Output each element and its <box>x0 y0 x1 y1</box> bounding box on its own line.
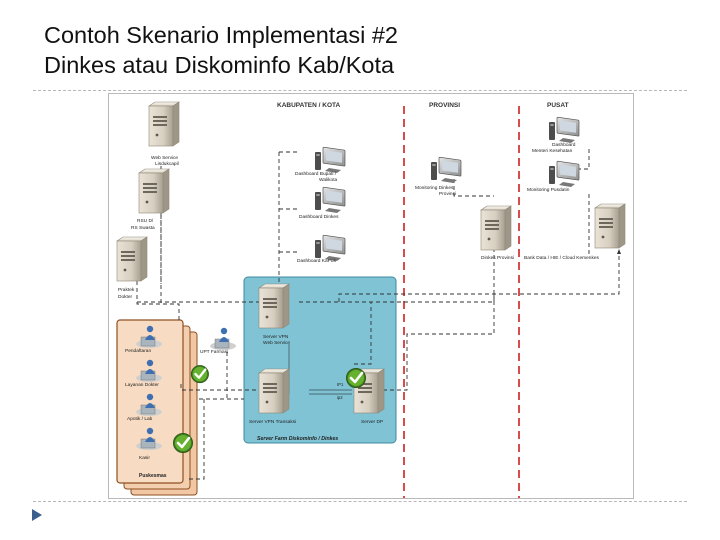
check-icon-server-dp <box>345 367 367 389</box>
bullet-arrow-icon <box>32 509 42 521</box>
check-icon-farmasi <box>190 364 210 384</box>
label-dash-bupati-line1: Dashboard Bupati / <box>295 171 337 177</box>
label-server-vpn-line2: Web Service <box>263 340 290 346</box>
slide-title: Contoh Skenario Implementasi #2 Dinkes a… <box>44 20 684 80</box>
title-line-2: Dinkes atau Diskominfo Kab/Kota <box>44 52 395 78</box>
label-dash-menteri-line2: Menteri Kesehatan <box>532 148 573 154</box>
label-ip1: IP1 <box>337 382 344 387</box>
zone-label-pusat: PUSAT <box>547 102 569 109</box>
label-unit-kasir: Kasir <box>139 455 150 461</box>
label-rsu-line1: RSU D/ <box>137 218 154 224</box>
zone-label-provinsi: PROVINSI <box>429 102 460 109</box>
label-dash-kapus: Dashboard KaPus <box>297 258 337 264</box>
bottom-divider <box>33 501 687 502</box>
label-dash-dinkes: Dashboard Dinkes <box>299 214 339 220</box>
server-farm-label: Server Farm Diskominfo / Dinkes <box>257 436 338 442</box>
label-dinkes-provinsi: Dinkes Provinsi <box>481 255 514 261</box>
label-dash-menteri-line1: Dashboard <box>552 142 576 148</box>
title-divider <box>33 90 687 91</box>
label-rsu-line2: RS Swasta <box>131 225 155 231</box>
label-praktek-line2: Dokter <box>118 294 133 300</box>
puskesmas-panel <box>116 319 184 484</box>
check-icon-puskesmas <box>172 432 194 454</box>
label-monitoring-dinkes-line1: Monitoring Dinkes <box>415 185 454 191</box>
label-upt-farmasi: UPT Farmasi <box>200 349 228 355</box>
label-web-service-line1: Web Service <box>151 155 178 161</box>
title-line-1: Contoh Skenario Implementasi #2 <box>44 22 399 48</box>
label-web-service-line2: Lisdukcapil <box>155 161 179 167</box>
architecture-diagram: KABUPATEN / KOTA PROVINSI PUSAT Server F… <box>108 93 634 499</box>
label-server-vpn-transaksi: Server VPN Transaksi <box>249 419 296 425</box>
label-ip2: ip2 <box>337 395 343 400</box>
label-monitoring-dinkes-line2: Provinsi <box>439 191 456 197</box>
label-server-vpn-line1: Server VPN <box>263 334 289 340</box>
label-unit-pendaftaran: Pendaftaran <box>125 348 151 354</box>
label-praktek-line1: Praktek <box>118 287 135 293</box>
label-monitoring-pusdatin: Monitoring Pusdatin <box>527 187 570 193</box>
label-unit-layanan-dokter: Layanan Dokter <box>125 382 159 388</box>
zone-label-kabupaten: KABUPATEN / KOTA <box>277 102 340 109</box>
label-dash-bupati-line2: Walikota <box>319 177 338 183</box>
label-server-dp: Server DP <box>361 419 383 425</box>
label-unit-apotik-lab: Apotik / Lab <box>127 416 153 422</box>
label-puskesmas: Puskesmas <box>139 473 167 479</box>
label-bank-data: Bank Data / HIE / Cloud Kemenkes <box>524 255 600 261</box>
